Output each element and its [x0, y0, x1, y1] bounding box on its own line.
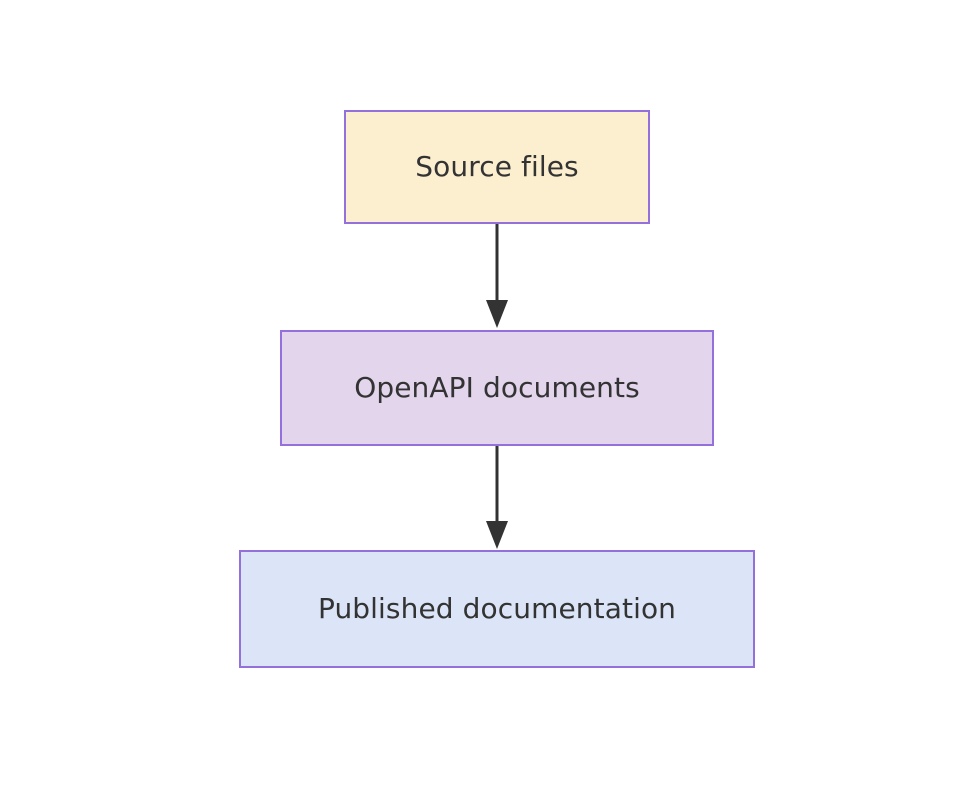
edge-openapi-documents-to-published-documentation — [486, 446, 508, 549]
flow-node-published-documentation[interactable]: Published documentation — [239, 550, 755, 668]
flow-node-source-files[interactable]: Source files — [344, 110, 650, 224]
flow-node-openapi-documents[interactable]: OpenAPI documents — [280, 330, 714, 446]
flow-node-openapi-documents-label: OpenAPI documents — [354, 371, 640, 405]
edge-source-files-to-openapi-documents — [486, 224, 508, 328]
flow-node-published-documentation-label: Published documentation — [317, 592, 677, 626]
flow-node-source-files-label: Source files — [415, 150, 579, 184]
